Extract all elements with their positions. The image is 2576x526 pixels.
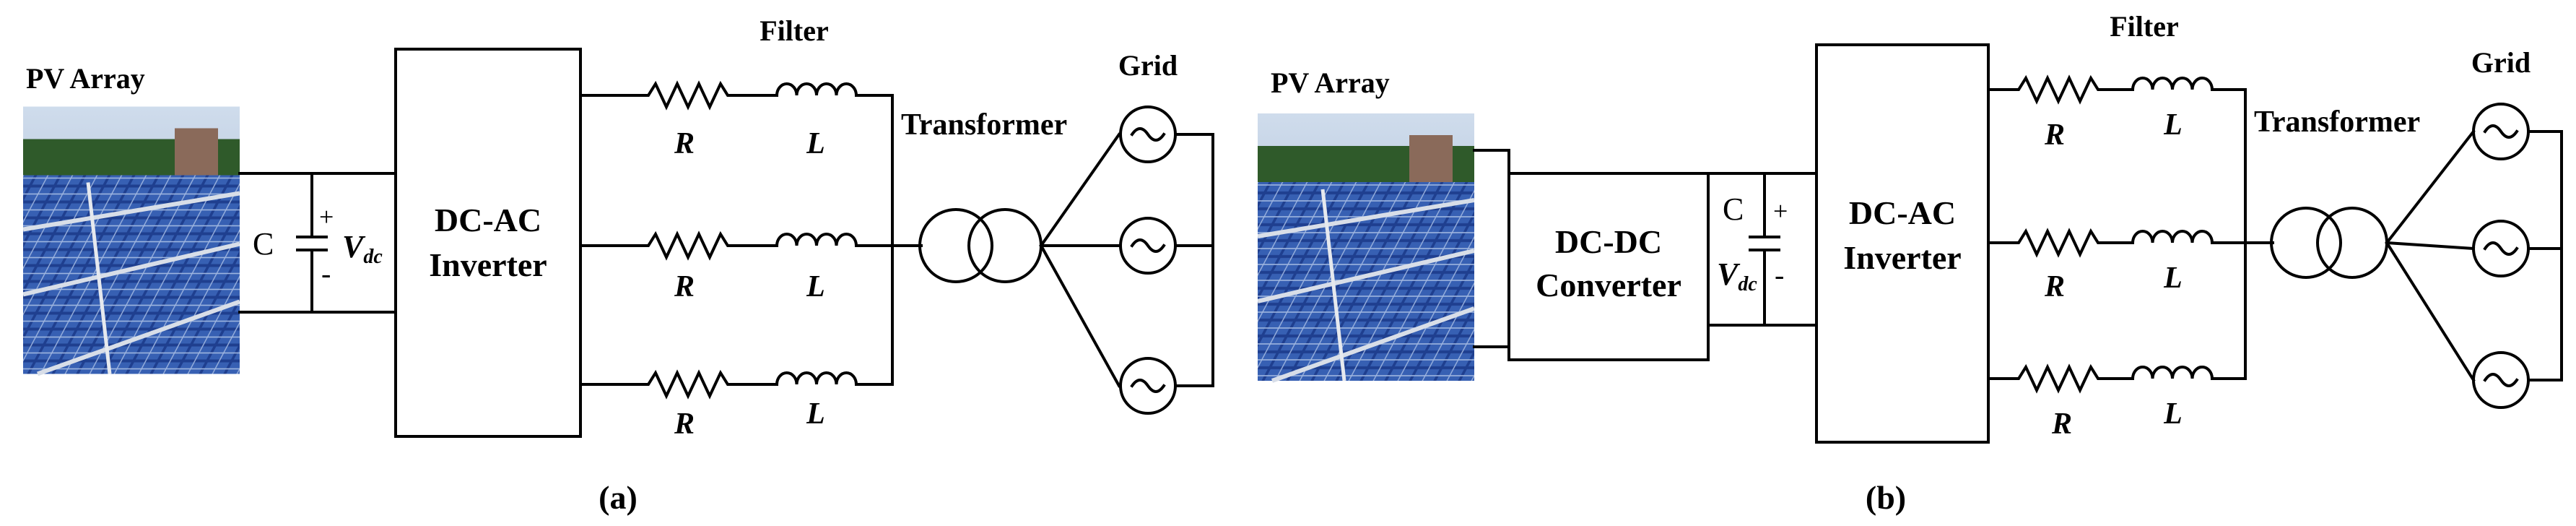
l-label-1: L [806,127,825,160]
pv-array-image [1258,113,1474,381]
converter-label-line2: Converter [1536,267,1681,303]
grid-neutral-bus [2527,130,2563,381]
l-label-2: L [806,270,825,303]
phase2-inductor [2131,230,2214,244]
phase1-inductor [775,82,858,97]
minus-sign: - [1775,259,1784,291]
grid-source-1 [1119,105,1177,163]
phase2-inductor [775,233,858,247]
ac-wave-icon [1130,238,1166,253]
ac-wave-icon [2483,124,2519,139]
l-label-1: L [2163,108,2183,142]
grid-label: Grid [1118,49,1178,82]
vdc-label: Vdc [342,229,383,268]
transformer-winding-secondary [967,208,1043,283]
minus-sign: - [321,257,331,290]
ac-wave-icon [2483,241,2519,256]
l-label-3: L [2163,397,2183,431]
grid-source-3 [2472,351,2530,409]
phase3-inductor [775,371,858,386]
phase3-resistor [640,371,736,397]
r-label-3: R [674,408,695,441]
grid-wire-bottom [2385,241,2476,382]
phase1-inductor [2131,77,2214,91]
l-label-3: L [806,397,825,431]
filter-label: Filter [760,14,829,47]
transformer-winding-secondary [2316,207,2388,279]
transformer-winding-primary [918,208,993,283]
vdc-label: Vdc [1717,256,1757,296]
transformer-winding-primary [2270,207,2342,279]
transformer-label: Transformer [901,108,1067,142]
grid-source-1 [2472,103,2530,160]
r-label-2: R [2044,270,2065,303]
capacitor-label: C [253,226,274,262]
inverter-label-line2: Inverter [429,246,547,283]
dc-dc-converter-block [1507,172,1710,361]
caption-b: (b) [1866,479,1906,516]
phase1-resistor [2010,77,2107,103]
dc-ac-inverter-block [394,48,582,438]
plus-sign: + [1773,197,1788,225]
grid-wire-mid [2385,241,2476,251]
dc-ac-inverter-block [1815,43,1990,444]
pv-array-label: PV Array [1271,66,1390,99]
pv-array-image [23,107,240,374]
grid-wire-bottom [1039,243,1121,388]
phase3-resistor [2010,366,2107,392]
inverter-label-line2: Inverter [1843,239,1961,276]
phase1-resistor [640,82,736,108]
diagram-b: PV Array DC-DC Converter C + Vdc - DC-AC… [1258,10,2563,516]
inverter-label-line1: DC-AC [435,202,541,238]
grid-source-3 [1119,357,1177,415]
l-label-2: L [2163,262,2183,295]
plus-sign: + [319,202,334,231]
pv-array-label: PV Array [26,62,145,95]
phase2-resistor [2010,230,2107,256]
r-label-1: R [674,127,695,160]
caption-a: (a) [599,479,638,516]
diagram-a: PV Array C + - Vdc DC-AC Inverter Filter [23,14,1214,516]
capacitor-label: C [1723,191,1744,227]
r-label-1: R [2044,118,2065,152]
r-label-2: R [674,270,695,303]
phase2-resistor [640,233,736,259]
ac-wave-icon [2483,373,2519,387]
grid-wire-top [1039,132,1121,248]
phase3-inductor [2131,366,2214,380]
grid-source-2 [2472,220,2530,277]
grid-source-2 [1119,217,1177,275]
converter-label-line1: DC-DC [1555,223,1662,260]
ac-wave-icon [1130,127,1166,142]
grid-wire-top [2385,129,2476,245]
grid-label: Grid [2471,46,2531,79]
inverter-label-line1: DC-AC [1849,194,1956,231]
grid-neutral-bus [1174,133,1214,387]
filter-label: Filter [2110,10,2179,43]
r-label-3: R [2051,408,2072,441]
transformer-label: Transformer [2254,105,2420,139]
ac-wave-icon [1130,379,1166,393]
